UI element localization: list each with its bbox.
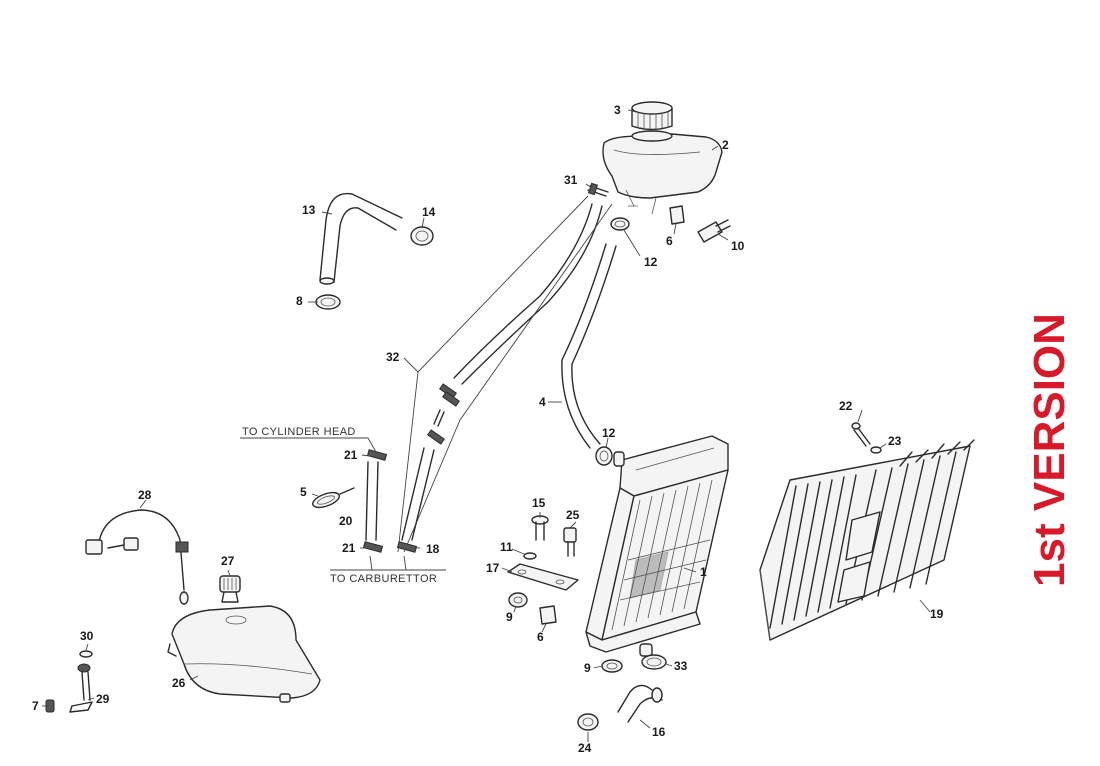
clamp-33-part xyxy=(641,654,667,670)
callout-label: 12 xyxy=(644,255,658,269)
bracket-17-part xyxy=(507,563,579,591)
washer-11-part xyxy=(523,552,537,560)
callout-label: 16 xyxy=(652,725,666,739)
to-carburettor-label: TO CARBURETTOR xyxy=(330,573,437,585)
callout-label: 21 xyxy=(342,541,356,555)
clamp-8-part xyxy=(315,294,341,310)
to-cylinder-head-label: TO CYLINDER HEAD xyxy=(242,426,356,438)
callout-label: 11 xyxy=(500,540,513,554)
clamp-21-lower-part xyxy=(362,541,384,553)
callout-label: 31 xyxy=(564,173,578,187)
callout-numbers: 3 2 31 6 10 12 13 14 8 32 4 12 22 23 21 … xyxy=(32,103,944,755)
screw-22-part xyxy=(851,422,871,447)
clip-6-upper-part xyxy=(669,205,685,225)
connector-fittings-part xyxy=(427,383,460,445)
grommet-9-lower-part xyxy=(601,659,623,673)
callout-label: 23 xyxy=(888,434,902,448)
radiator-part xyxy=(585,435,729,657)
callout-label: 19 xyxy=(930,607,944,621)
screw-15-part xyxy=(531,515,549,541)
breather-hose-32-part xyxy=(453,203,603,385)
callout-label: 27 xyxy=(221,554,235,568)
callout-label: 25 xyxy=(566,508,580,522)
washer-23-part xyxy=(870,446,882,454)
screw-10-part xyxy=(697,219,731,243)
callout-leaders xyxy=(42,109,931,742)
callout-label: 29 xyxy=(96,692,110,706)
outlet-hose-16-part xyxy=(617,684,663,723)
callout-label: 10 xyxy=(731,239,745,253)
callout-label: 32 xyxy=(386,350,400,364)
clamp-12-lower-part xyxy=(595,446,613,466)
callout-label: 3 xyxy=(614,103,621,117)
to-cylinder-head-note: TO CYLINDER HEAD xyxy=(240,426,377,453)
callout-label: 24 xyxy=(578,741,592,755)
callout-label: 20 xyxy=(339,514,353,528)
callout-label: 12 xyxy=(602,426,616,440)
callout-label: 9 xyxy=(506,610,513,624)
callout-label: 22 xyxy=(839,399,853,413)
callout-label: 7 xyxy=(32,699,39,713)
callout-label: 15 xyxy=(532,496,546,510)
callout-label: 14 xyxy=(422,205,436,219)
callout-label: 33 xyxy=(674,659,688,673)
screw-25-part xyxy=(563,527,577,557)
callout-label: 6 xyxy=(537,630,544,644)
clamp-24-part xyxy=(577,713,599,731)
filler-27-part xyxy=(219,575,241,603)
callout-label: 6 xyxy=(666,234,673,248)
hose-18-part xyxy=(401,447,435,541)
wiring-28-part xyxy=(85,509,189,605)
clip-6-lower-part xyxy=(539,605,557,625)
clamp-14-part xyxy=(410,226,434,246)
callout-label: 2 xyxy=(722,138,729,152)
radiator-grille-part xyxy=(759,439,975,641)
bent-hose-13-part xyxy=(319,192,403,285)
callout-label: 17 xyxy=(486,561,500,575)
to-carburettor-note: TO CARBURETTOR xyxy=(330,555,446,585)
expansion-tank-part xyxy=(602,130,723,215)
grommet-9-upper-part xyxy=(508,592,528,608)
callout-label: 30 xyxy=(80,629,94,643)
pin-7-part xyxy=(45,699,55,713)
callout-label: 26 xyxy=(172,676,186,690)
callout-label: 18 xyxy=(426,542,440,556)
callout-label: 1 xyxy=(700,565,707,579)
clamp-18-part xyxy=(396,541,418,553)
reservoir-26-part xyxy=(167,605,321,703)
tank-cap-part xyxy=(631,101,673,131)
callout-label: 28 xyxy=(138,488,152,502)
bolt-29-part xyxy=(69,663,93,713)
callout-label: 8 xyxy=(296,294,303,308)
callout-label: 21 xyxy=(344,448,358,462)
coolant-hose-4-part xyxy=(561,243,617,449)
callout-label: 5 xyxy=(300,485,307,499)
clamp-31-part xyxy=(587,182,609,197)
callout-label: 13 xyxy=(302,203,316,217)
clamp-12-upper-part xyxy=(610,217,630,231)
hose-32-bracket-lines xyxy=(397,195,613,553)
callout-label: 9 xyxy=(584,661,591,675)
callout-label: 4 xyxy=(539,395,546,409)
clamp-21-upper-part xyxy=(366,449,388,461)
washer-30-part xyxy=(79,650,93,658)
version-label: 1st VERSION xyxy=(1025,313,1074,587)
ring-5-part xyxy=(311,487,355,509)
hose-20-part xyxy=(365,461,379,541)
